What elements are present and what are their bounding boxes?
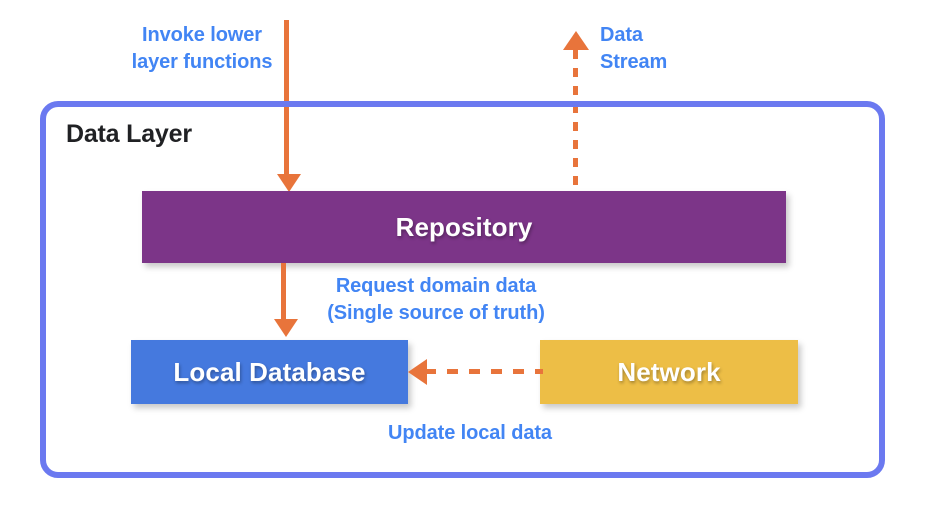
data-stream-label: Data Stream [600,24,668,73]
update-data-arrow-head-icon [408,359,427,385]
request-data-arrow-shaft [281,263,286,320]
invoke-lower-layer-functions-label: Invoke lower layer functions [131,24,273,73]
invoke-arrow-head-icon [277,174,301,192]
node-repository[interactable]: Repository [142,191,786,263]
data-layer-container [40,101,885,478]
request-data-arrow-head-icon [274,319,298,337]
data-stream-arrow-shaft [573,50,578,197]
request-domain-data-label: Request domain data (Single source of tr… [327,275,545,324]
data-layer-title: Data Layer [66,120,192,148]
node-local-database-label: Local Database [173,356,366,387]
update-data-arrow-shaft [425,369,543,374]
invoke-arrow-shaft [284,20,289,175]
node-network-label: Network [617,356,721,387]
node-repository-label: Repository [395,211,533,242]
update-local-data-label: Update local data [388,422,552,444]
node-network[interactable]: Network [540,340,798,404]
data-stream-arrow-head-icon [563,31,589,50]
node-local-database[interactable]: Local Database [131,340,408,404]
